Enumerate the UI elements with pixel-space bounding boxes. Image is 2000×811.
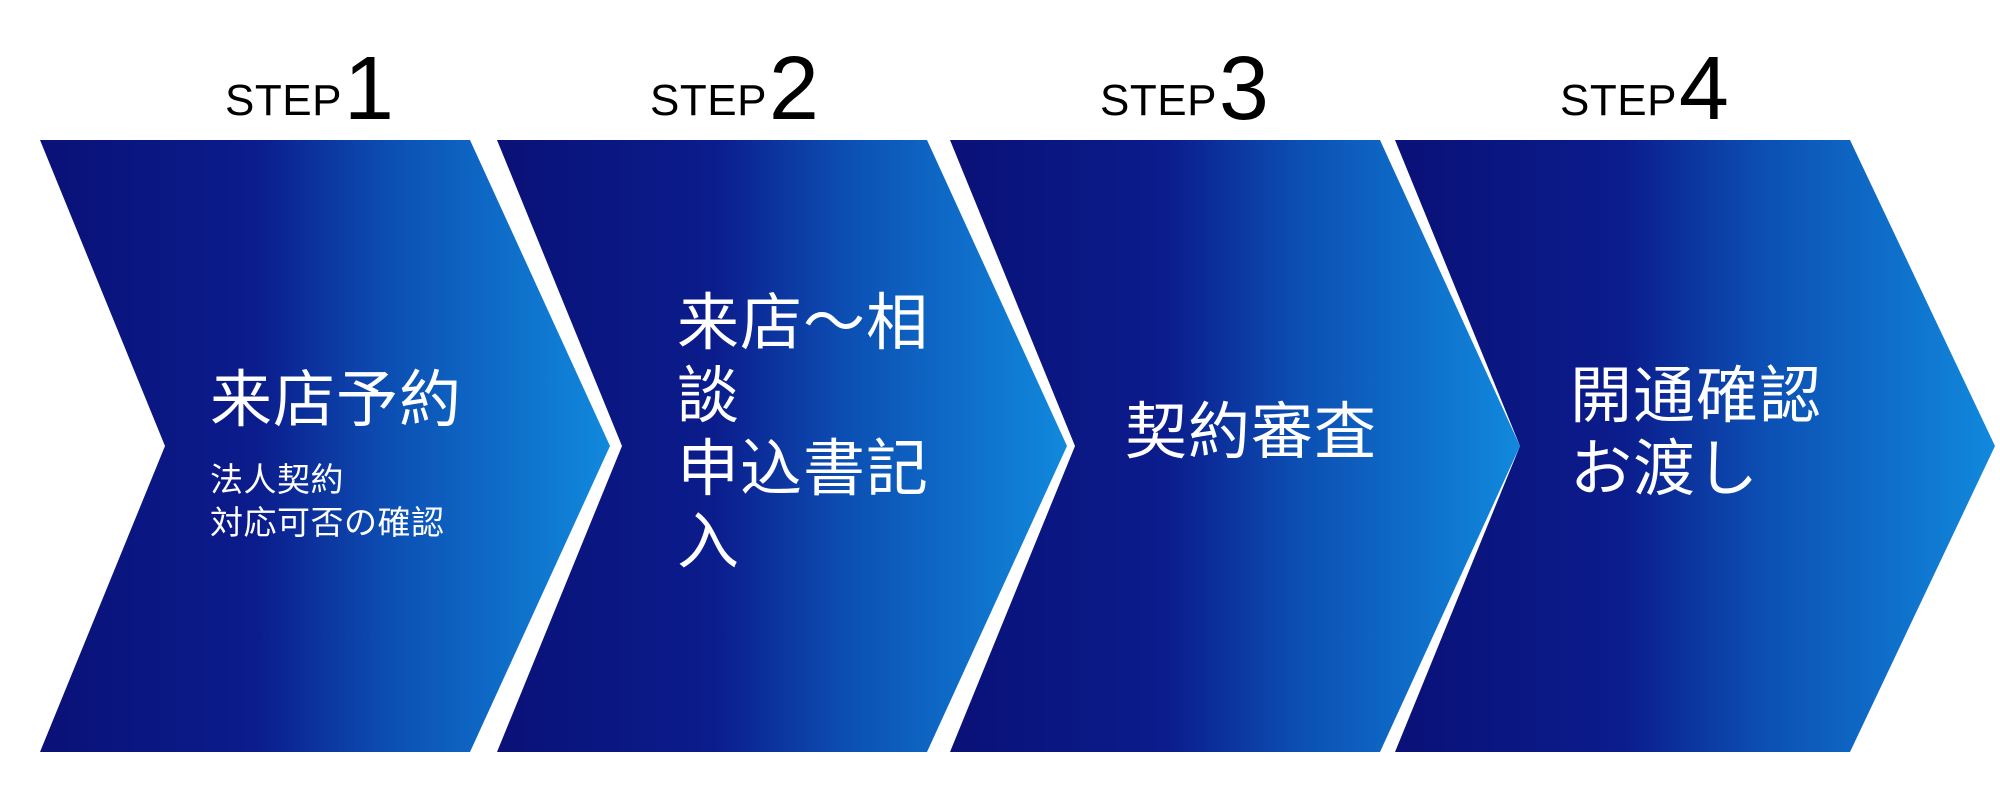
process-step-1-content: 来店予約 法人契約 対応可否の確認 bbox=[40, 148, 610, 760]
chevron-shape-icon-3 bbox=[950, 140, 1520, 752]
step-word-4: STEP bbox=[1560, 76, 1677, 125]
process-step-1-subtitle: 法人契約 対応可否の確認 bbox=[210, 460, 445, 541]
step-number-4: 4 bbox=[1678, 39, 1729, 139]
step-label-4: STEP 4 bbox=[1560, 40, 1729, 134]
process-step-1[interactable]: 来店予約 法人契約 対応可否の確認 bbox=[40, 140, 610, 752]
chevron-shape-icon-4 bbox=[1395, 140, 1995, 752]
chevron-shape-icon-2 bbox=[497, 140, 1067, 752]
process-step-3[interactable]: 契約審査 bbox=[950, 140, 1520, 752]
step-label-3: STEP 3 bbox=[1100, 40, 1269, 134]
chevron-shape-icon-1 bbox=[40, 140, 610, 752]
process-step-4-title: 開通確認 お渡し bbox=[1570, 361, 1823, 504]
process-step-2-title: 来店〜相談 申込書記入 bbox=[677, 288, 930, 578]
process-step-1-title: 来店予約 bbox=[210, 365, 463, 435]
process-step-4[interactable]: 開通確認 お渡し bbox=[1395, 140, 1995, 752]
process-step-3-content: 契約審査 bbox=[950, 138, 1520, 750]
step-labels-row: STEP 1 STEP 2 STEP 3 STEP 4 bbox=[0, 0, 2000, 134]
process-step-2-content: 来店〜相談 申込書記入 bbox=[497, 138, 1067, 750]
process-step-4-content: 開通確認 お渡し bbox=[1395, 138, 1995, 750]
process-step-2[interactable]: 来店〜相談 申込書記入 bbox=[497, 140, 1067, 752]
step-number-2: 2 bbox=[768, 39, 819, 139]
step-label-2: STEP 2 bbox=[650, 40, 819, 134]
step-label-1: STEP 1 bbox=[225, 40, 394, 134]
step-word-1: STEP bbox=[225, 76, 342, 125]
step-number-1: 1 bbox=[343, 39, 394, 139]
step-number-3: 3 bbox=[1218, 39, 1269, 139]
arrow-row: 来店予約 法人契約 対応可否の確認 来店〜相談 申込書記入 bbox=[0, 140, 2000, 752]
step-word-3: STEP bbox=[1100, 76, 1217, 125]
step-word-2: STEP bbox=[650, 76, 767, 125]
process-step-3-title: 契約審査 bbox=[1125, 398, 1378, 468]
